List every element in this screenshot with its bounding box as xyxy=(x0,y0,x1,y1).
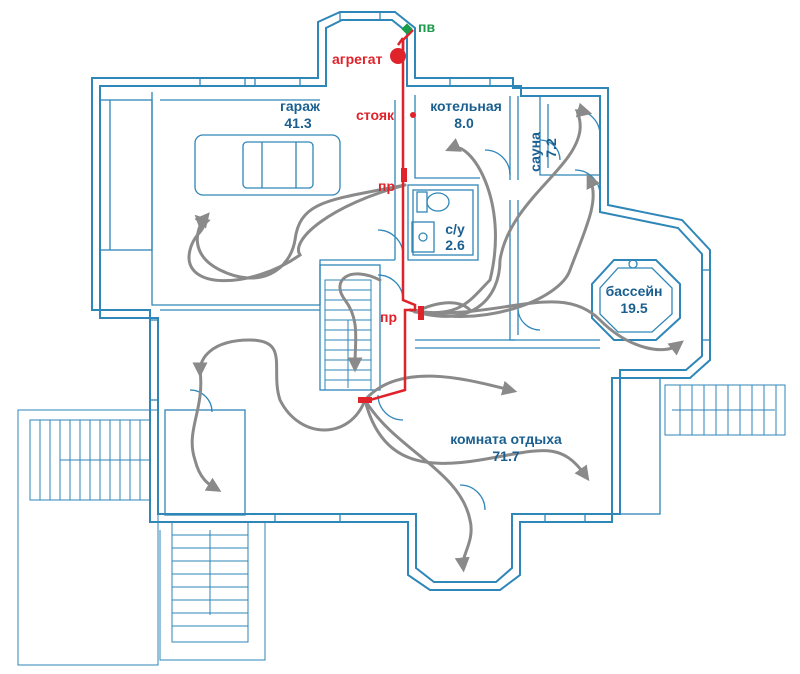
toilet-icon xyxy=(416,191,450,213)
inlet-label: пв xyxy=(418,19,435,35)
unit-label: агрегат xyxy=(332,51,383,67)
airflow-paths xyxy=(187,102,684,573)
windows xyxy=(149,11,711,523)
diffuser-upper xyxy=(401,168,407,182)
boiler-area: 8.0 xyxy=(454,115,474,131)
lounge-name: комната отдыха xyxy=(450,431,562,447)
garage-name: гараж xyxy=(280,98,321,114)
garage-doorway xyxy=(99,99,153,251)
boiler-name: котельная xyxy=(430,98,502,114)
diffuser-middle xyxy=(418,306,424,320)
left-stairs xyxy=(17,409,159,666)
wc-area: 2.6 xyxy=(445,237,465,253)
riser-marker xyxy=(410,112,416,118)
bottom-stairs xyxy=(159,521,266,661)
wc-name: с/у xyxy=(445,221,465,237)
vent-label-lower: пр xyxy=(380,309,397,325)
pool-area: 19.5 xyxy=(620,300,647,316)
garage-area: 41.3 xyxy=(284,115,311,131)
sauna-area: 7.2 xyxy=(543,138,559,158)
sauna-name: сауна xyxy=(527,132,543,172)
riser-label: стояк xyxy=(356,107,395,123)
right-stairs xyxy=(664,384,786,436)
car-icon xyxy=(194,134,341,196)
sink-icon xyxy=(411,221,435,253)
pool-basin xyxy=(591,259,681,341)
air-handler-unit xyxy=(390,48,406,64)
exterior-walls xyxy=(91,11,711,591)
diffuser-lower xyxy=(358,397,372,403)
interior-walls xyxy=(151,92,661,516)
pool-name: бассейн xyxy=(606,283,663,299)
vent-label-upper: пр xyxy=(378,178,395,194)
main-stairs xyxy=(324,279,372,391)
lounge-area: 71.7 xyxy=(492,448,519,464)
